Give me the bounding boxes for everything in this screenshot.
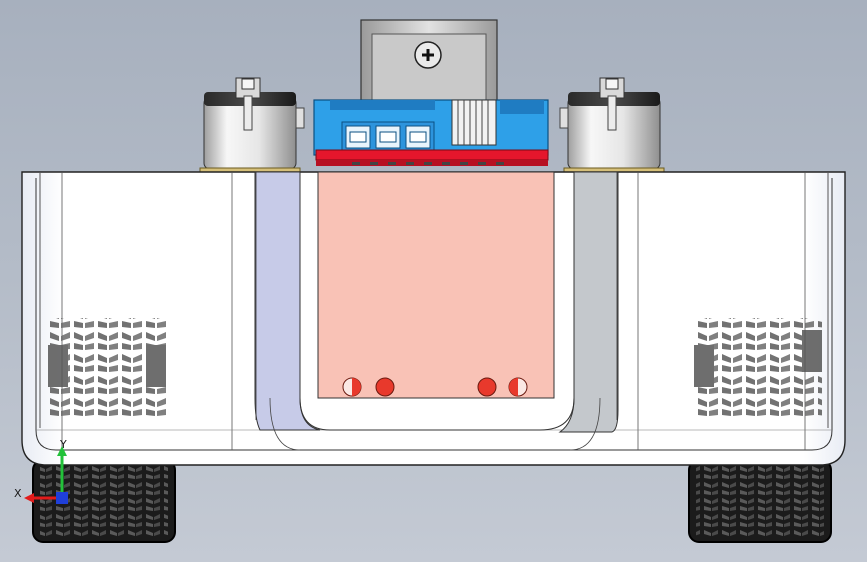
y-axis-label: Y [59,438,67,451]
battery-window [317,171,555,399]
wheel-right[interactable] [688,459,832,543]
heatsink-fins [451,99,497,146]
triad-icon: X Y [14,438,68,504]
terminal-block-icon [341,121,435,155]
motor-driver-board[interactable] [313,99,549,166]
motor-left[interactable] [199,77,305,175]
ghost-wheel-left [48,318,166,416]
motor-right[interactable] [559,77,665,175]
x-axis-label: X [14,487,22,500]
led-holes [342,377,528,397]
wheel-left[interactable] [32,459,176,543]
ghost-wheel-right [694,318,822,416]
chassis-body[interactable] [21,171,846,466]
heatsink-bracket[interactable] [360,19,498,111]
